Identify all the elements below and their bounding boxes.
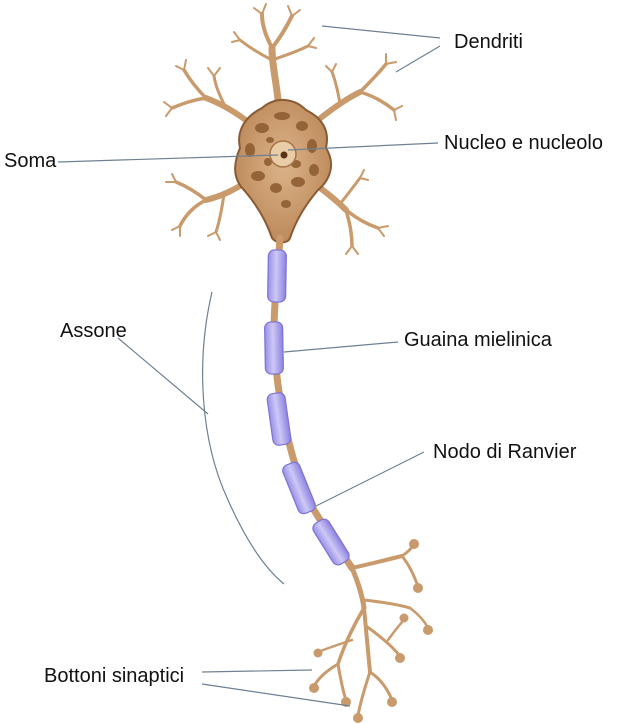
leader-soma: [57, 154, 279, 163]
label-bottoni-sinaptici: Bottoni sinaptici: [44, 665, 185, 687]
leader-lines: [57, 25, 441, 707]
synaptic-buttons: [309, 539, 433, 723]
leader-dendriti-lower: [395, 45, 441, 73]
label-assone: Assone: [60, 320, 127, 342]
label-dendriti: Dendriti: [454, 31, 523, 53]
label-nodo-ranvier: Nodo di Ranvier: [433, 441, 577, 463]
leader-nodo: [315, 451, 425, 507]
leader-bottoni-lower: [201, 683, 351, 707]
axon-bracket: [202, 291, 285, 585]
leader-assone: [117, 337, 209, 415]
leader-bottoni-upper: [201, 669, 313, 673]
myelin-segments: [264, 249, 350, 566]
label-nucleo-nucleolo: Nucleo e nucleolo: [444, 132, 603, 154]
soma-body: [234, 99, 333, 244]
label-guaina-mielinica: Guaina mielinica: [404, 329, 552, 351]
axon-terminals: [312, 542, 430, 718]
axon: [264, 234, 356, 572]
label-soma: Soma: [4, 150, 57, 172]
leader-nucleo: [287, 142, 439, 151]
leader-guaina: [283, 341, 399, 353]
nucleus: [269, 140, 297, 168]
leader-dendriti-upper: [321, 25, 441, 39]
